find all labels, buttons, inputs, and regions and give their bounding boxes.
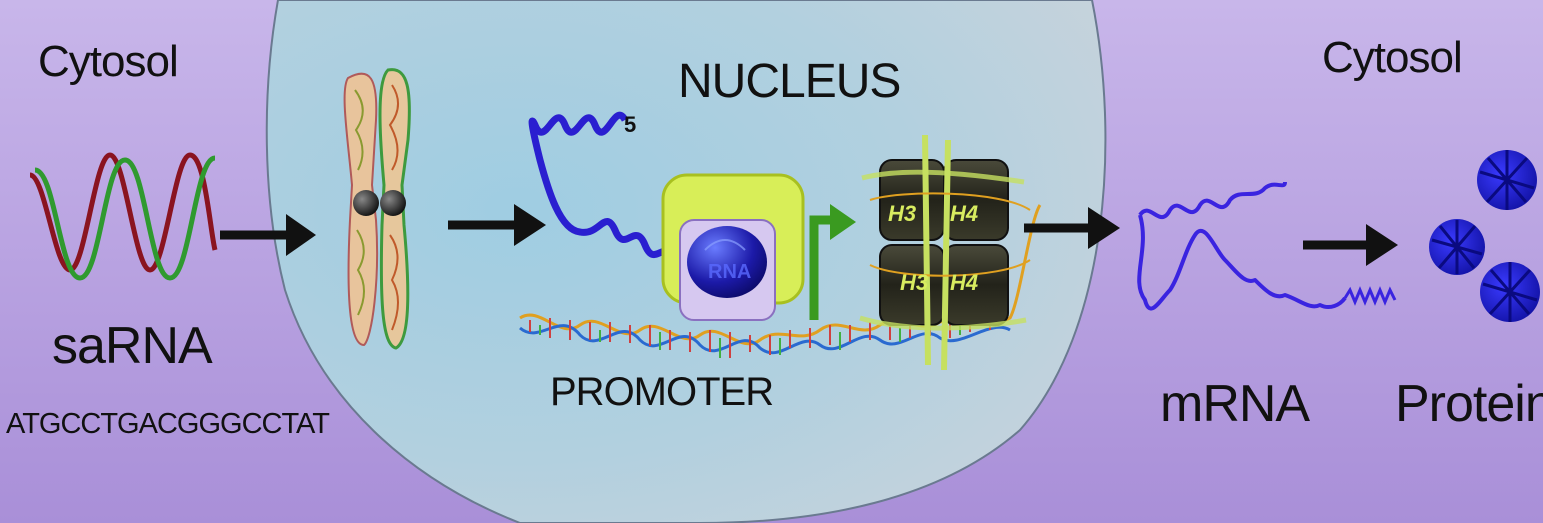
mrna-label: mRNA [1160,375,1310,433]
five-prime-label: 5 [624,112,637,137]
polya-tail-icon [1343,286,1397,306]
cytosol-right-label: Cytosol [1322,33,1463,82]
protein-blob-icon [1429,219,1485,275]
mrna-strand-icon [1137,181,1347,311]
sarna-sequence-label: ATGCCTGACGGGCCTAT [6,408,330,440]
protein-blob-icon [1477,150,1537,210]
svg-text:RNA: RNA [708,261,751,283]
arrow-2-icon [448,204,546,246]
nucleus-label: NUCLEUS [678,55,901,108]
arrow-3-icon [1024,207,1120,249]
proteins-label: Proteins [1395,375,1543,433]
transcription-start-arrow-icon [809,204,856,320]
sarna-label: saRNA [52,317,213,375]
arrow-4-icon [1303,224,1398,266]
histone-h3-h4-icon [859,134,1031,371]
cytosol-left-label: Cytosol [38,37,179,86]
promoter-label: PROMOTER [550,370,774,414]
proteins-icon [1429,150,1540,322]
histone-h4-top-label: H4 [950,201,979,226]
histone-h4-bottom-label: H4 [950,270,979,295]
histone-h3-top-label: H3 [888,201,917,226]
protein-blob-icon [1480,262,1540,322]
histone-h3-bottom-label: H3 [900,270,929,295]
chromosome-icon [343,68,411,350]
rna-polymerase-complex-icon: RNA [661,173,805,321]
sarna-double-strand-icon [28,152,218,281]
arrow-1-icon [220,214,316,256]
